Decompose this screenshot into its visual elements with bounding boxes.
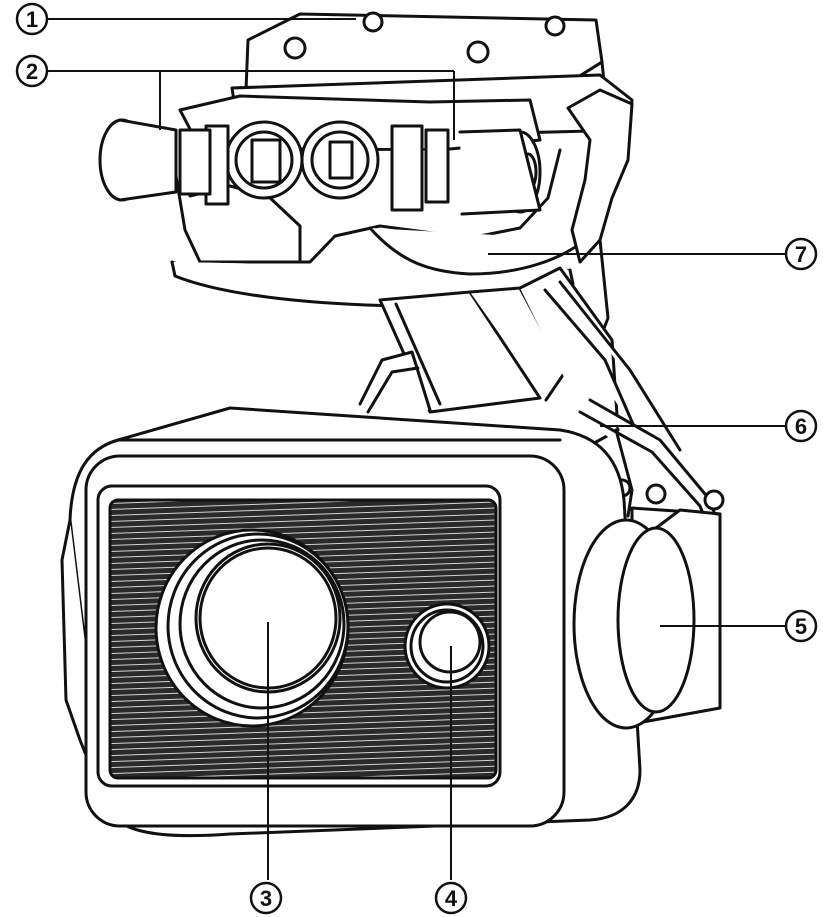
callout-6: 6 [784, 409, 818, 443]
callout-2: 2 [15, 54, 49, 88]
callout-3: 3 [249, 881, 283, 915]
callout-4-label: 4 [445, 886, 458, 911]
leader-lines [48, 18, 786, 880]
callout-7: 7 [784, 237, 818, 271]
callout-6-label: 6 [795, 414, 807, 439]
callout-5-label: 5 [795, 614, 807, 639]
pitch-motor [572, 506, 722, 730]
callout-5: 5 [784, 609, 818, 643]
damping-bracket [170, 73, 634, 362]
callout-1-label: 1 [26, 7, 38, 32]
callout-4: 4 [434, 881, 468, 915]
damping-ball-left [98, 118, 178, 202]
camera-body [60, 406, 642, 838]
main-lens [154, 528, 350, 728]
callout-3-label: 3 [260, 886, 272, 911]
callout-1: 1 [15, 2, 49, 36]
callout-7-label: 7 [795, 242, 807, 267]
damping-ball-right [458, 128, 542, 216]
callout-2-label: 2 [26, 59, 38, 84]
secondary-lens [403, 602, 491, 690]
